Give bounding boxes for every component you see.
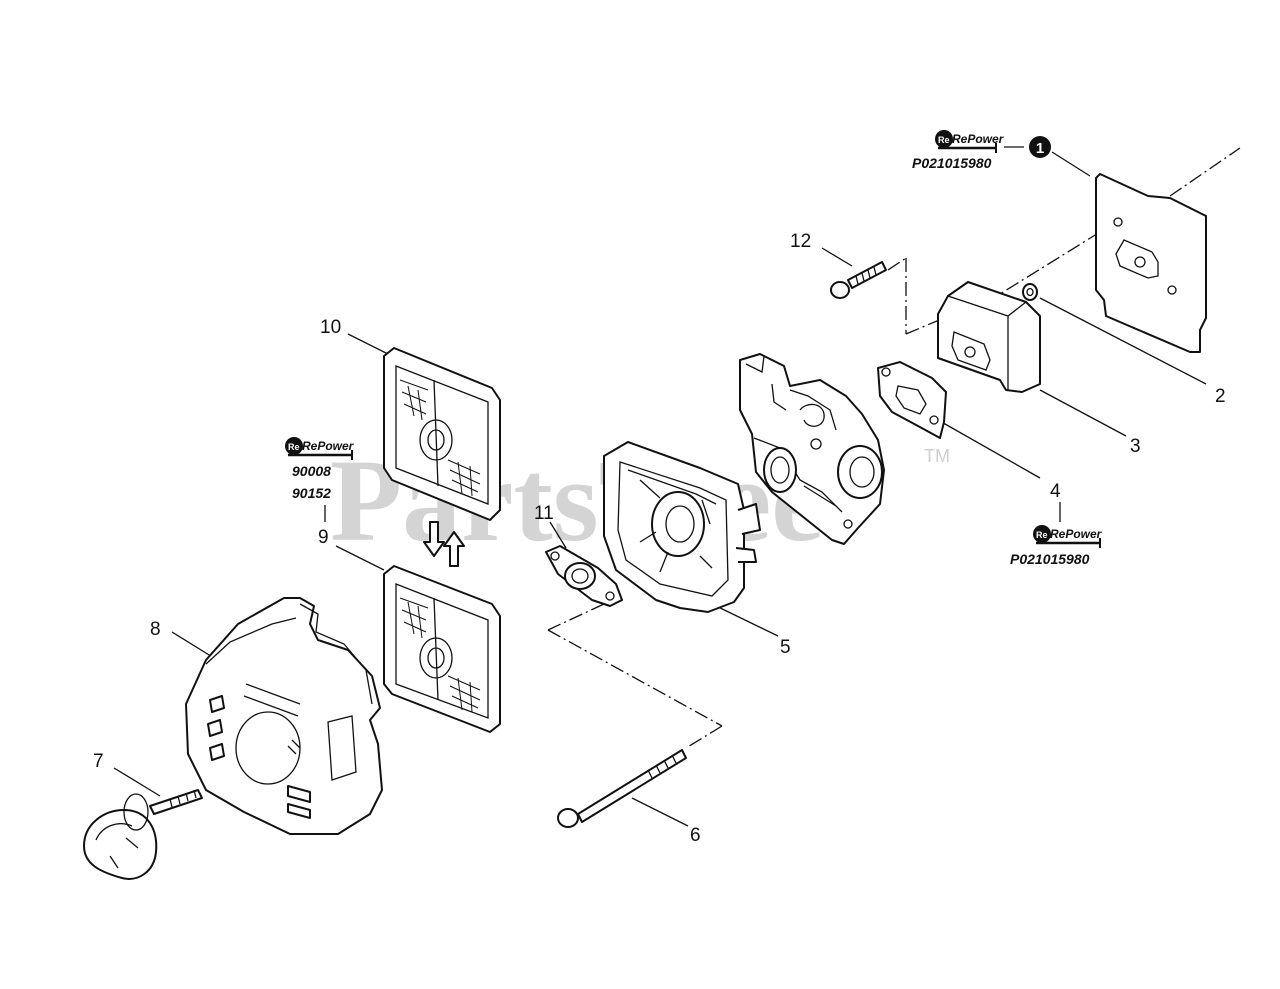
repower-part-number: 90152 [292, 485, 331, 501]
part-6-bolt[interactable] [557, 749, 687, 828]
carburetor[interactable] [739, 353, 885, 545]
svg-text:Re: Re [1036, 530, 1048, 540]
callout-1[interactable]: 1 [1029, 136, 1051, 158]
repower-badge-3[interactable]: Re RePower P021015980 [1010, 525, 1103, 567]
repower-part-number: 90008 [292, 463, 331, 479]
repower-logo-icon [1033, 525, 1051, 543]
leader-lines [113, 146, 1241, 827]
callout-9[interactable]: 9 [318, 527, 329, 548]
part-7-knob[interactable] [83, 789, 203, 880]
callout-11[interactable]: 11 [534, 503, 554, 524]
part-12-screw[interactable] [830, 261, 887, 299]
part-10-air-filter[interactable] [383, 347, 501, 521]
callout-10[interactable]: 10 [320, 317, 341, 338]
callout-2[interactable]: 2 [1215, 386, 1226, 407]
repower-brand-2: RePower [302, 439, 355, 453]
repower-logo-icon [285, 437, 303, 455]
part-11-plate[interactable] [545, 545, 623, 607]
part-4-carburetor-gasket[interactable] [877, 361, 947, 439]
part-9-air-filter[interactable] [383, 565, 501, 733]
part-2-nut[interactable] [1022, 283, 1038, 301]
part-3-insulator[interactable] [937, 281, 1041, 393]
repower-logo-icon [935, 130, 953, 148]
watermark-trademark: TM [924, 446, 950, 466]
callout-8[interactable]: 8 [150, 619, 161, 640]
callout-7[interactable]: 7 [93, 751, 104, 772]
swap-arrows [423, 521, 465, 567]
repower-badge-2[interactable]: Re RePower 90008 90152 [285, 437, 355, 501]
repower-brand-3: RePower [1050, 527, 1103, 541]
repower-part-number: P021015980 [1010, 551, 1090, 567]
repower-brand-1: RePower [952, 132, 1005, 146]
callout-12[interactable]: 12 [790, 231, 811, 252]
callout-3[interactable]: 3 [1130, 436, 1141, 457]
svg-text:Re: Re [938, 135, 950, 145]
callout-6[interactable]: 6 [690, 825, 701, 846]
callout-1-label: 1 [1036, 140, 1044, 157]
part-8-air-cleaner-cover[interactable] [185, 597, 383, 835]
repower-part-number: P021015980 [912, 155, 992, 171]
svg-text:Re: Re [288, 442, 300, 452]
repower-badge-1[interactable]: Re RePower P021015980 [912, 130, 1005, 171]
callout-5[interactable]: 5 [780, 637, 791, 658]
part-5-air-cleaner-case[interactable] [603, 441, 761, 613]
part-1-insulator-gasket[interactable] [1095, 173, 1207, 353]
callout-4[interactable]: 4 [1050, 481, 1061, 502]
